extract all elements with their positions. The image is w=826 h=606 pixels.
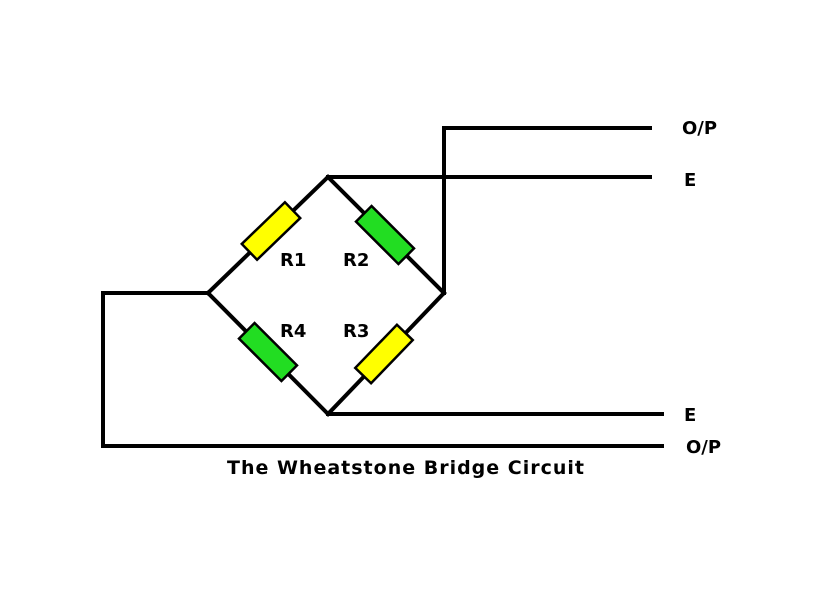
wires [101, 126, 664, 448]
resistor-r2 [354, 204, 416, 266]
label-r4: R4 [280, 321, 306, 342]
resistor-r3 [353, 323, 415, 385]
label-r1: R1 [280, 250, 306, 271]
terminal-op-top: O/P [682, 118, 717, 139]
resistor-r4 [237, 321, 299, 383]
resistor-r1 [240, 200, 302, 262]
terminal-e-top: E [684, 170, 696, 191]
wire-bottom-op [101, 291, 664, 448]
wire-top-op [442, 126, 652, 295]
label-r2: R2 [343, 250, 369, 271]
terminal-op-bottom: O/P [686, 437, 721, 458]
label-r3: R3 [343, 321, 369, 342]
diagram-title: The Wheatstone Bridge Circuit [227, 457, 585, 479]
terminal-e-bottom: E [684, 405, 696, 426]
